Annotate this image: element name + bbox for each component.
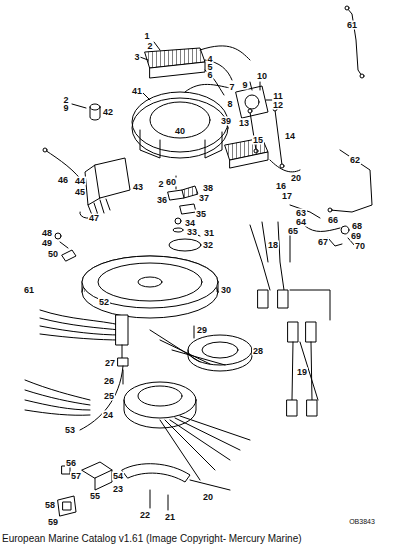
callout-number: 9 bbox=[62, 104, 69, 113]
callout-number: 65 bbox=[287, 227, 299, 236]
callout-number: 20 bbox=[290, 174, 302, 183]
callout-number: 2 bbox=[146, 42, 153, 51]
callout-number: 34 bbox=[184, 219, 196, 228]
callout-number: 11 bbox=[272, 92, 284, 101]
callout-number: 63 bbox=[295, 209, 307, 218]
callout-number: 44 bbox=[74, 177, 86, 186]
callout-number: 39 bbox=[220, 117, 232, 126]
callout-number: 29 bbox=[196, 326, 208, 335]
callout-number: 41 bbox=[131, 87, 143, 96]
callout-number: 57 bbox=[70, 472, 82, 481]
callout-number: 20 bbox=[202, 493, 214, 502]
callout-number: 67 bbox=[317, 238, 329, 247]
callout-number: 31 bbox=[203, 229, 215, 238]
callout-number: 47 bbox=[88, 214, 100, 223]
callout-number: 53 bbox=[64, 426, 76, 435]
callout-number: 1 bbox=[143, 32, 150, 41]
callout-number: 48 bbox=[41, 229, 53, 238]
callout-number: 54 bbox=[112, 472, 124, 481]
caption: European Marine Catalog v1.61 (Image Cop… bbox=[2, 533, 302, 544]
callout-number: 18 bbox=[267, 241, 279, 250]
callout-number: 62 bbox=[349, 156, 361, 165]
callout-number: 19 bbox=[296, 368, 308, 377]
callout-number: 14 bbox=[284, 132, 296, 141]
callout-number: 2 bbox=[62, 96, 69, 105]
callout-number: 25 bbox=[103, 392, 115, 401]
callout-number: 9 bbox=[241, 81, 248, 90]
callout-number: 36 bbox=[156, 196, 168, 205]
callout-number: 32 bbox=[202, 241, 214, 250]
callout-number: 61 bbox=[346, 21, 358, 30]
callout-number: 40 bbox=[174, 127, 186, 136]
drawing-code: OB3843 bbox=[348, 517, 376, 526]
callout-number: 6 bbox=[206, 71, 213, 80]
callout-number: 24 bbox=[102, 411, 114, 420]
callout-number: 50 bbox=[47, 250, 59, 259]
callout-number: 46 bbox=[57, 176, 69, 185]
callout-number: 27 bbox=[104, 359, 116, 368]
callout-number: 13 bbox=[238, 119, 250, 128]
callout-number: 21 bbox=[164, 513, 176, 522]
callout-number: 56 bbox=[65, 459, 77, 468]
callout-number: 55 bbox=[89, 492, 101, 501]
callout-number: 70 bbox=[354, 242, 366, 251]
callout-number: 68 bbox=[351, 222, 363, 231]
callout-number: 17 bbox=[281, 192, 293, 201]
callout-number: 12 bbox=[272, 101, 284, 110]
callout-number: 10 bbox=[256, 72, 268, 81]
callout-number: 33 bbox=[186, 228, 198, 237]
callout-number: 2 bbox=[157, 180, 164, 189]
callout-number: 42 bbox=[102, 108, 114, 117]
callout-number: 22 bbox=[139, 511, 151, 520]
callout-number: 35 bbox=[195, 210, 207, 219]
callout-number: 61 bbox=[23, 286, 35, 295]
callout-number: 69 bbox=[350, 232, 362, 241]
callout-number: 38 bbox=[202, 184, 214, 193]
callout-number: 23 bbox=[112, 485, 124, 494]
callout-number: 8 bbox=[226, 100, 233, 109]
callout-number: 43 bbox=[132, 183, 144, 192]
callout-number: 49 bbox=[41, 239, 53, 248]
callout-number: 66 bbox=[327, 216, 339, 225]
callout-number: 64 bbox=[295, 218, 307, 227]
callout-number: 45 bbox=[74, 188, 86, 197]
callout-number: 60 bbox=[165, 178, 177, 187]
callout-number: 28 bbox=[252, 347, 264, 356]
callout-number: 7 bbox=[228, 83, 235, 92]
callout-number: 58 bbox=[44, 501, 56, 510]
callout-number: 37 bbox=[198, 194, 210, 203]
callout-number: 26 bbox=[103, 377, 115, 386]
callout-number: 15 bbox=[252, 136, 264, 145]
callout-number: 30 bbox=[220, 286, 232, 295]
callout-number: 52 bbox=[98, 298, 110, 307]
callout-number: 16 bbox=[275, 182, 287, 191]
callout-number: 59 bbox=[47, 518, 59, 527]
callout-number: 3 bbox=[133, 53, 140, 62]
